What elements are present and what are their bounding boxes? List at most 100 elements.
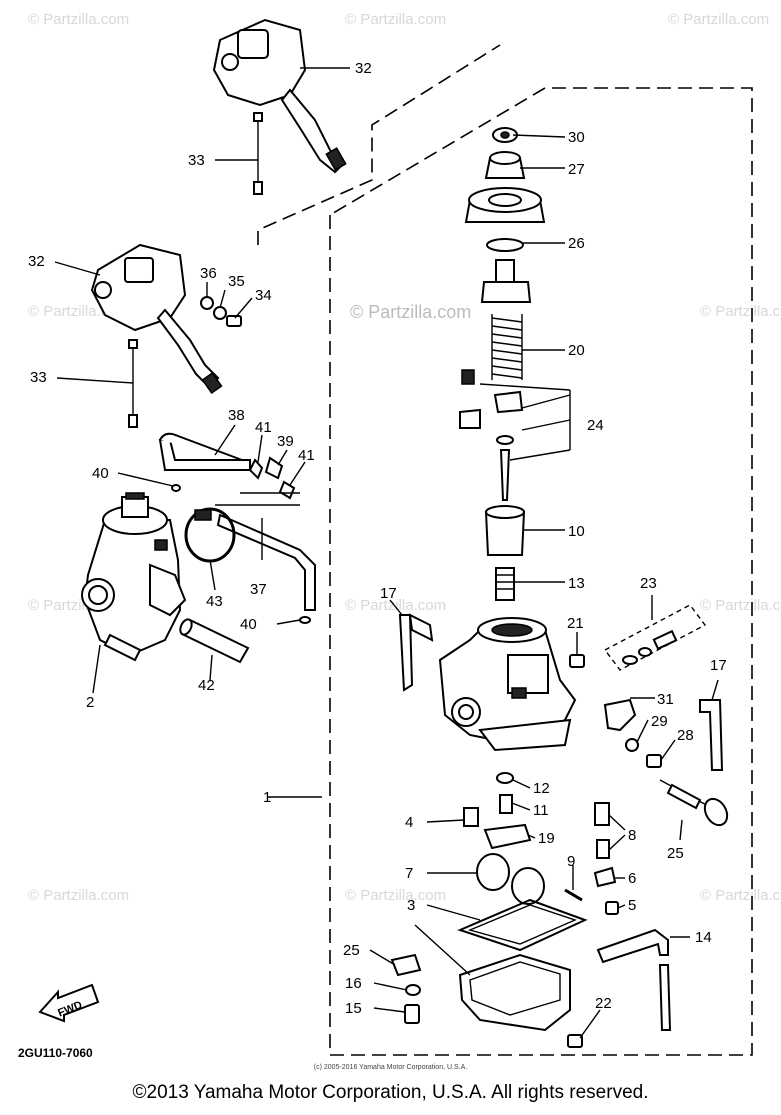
callout-43: 43 xyxy=(206,593,223,610)
part-top-cap xyxy=(464,187,546,223)
fwd-arrow-icon: FWD xyxy=(38,983,100,1023)
callout-22: 23 xyxy=(640,575,657,592)
part-6 xyxy=(593,866,617,888)
callout-20: 21 xyxy=(567,615,584,632)
callout-41: 41 xyxy=(298,447,315,464)
callout-37: 37 xyxy=(250,581,267,598)
callout-17: 17 xyxy=(380,585,397,602)
small-copyright: (c) 2005-2016 Yamaha Motor Corporation, … xyxy=(313,1064,468,1071)
footer-copyright: ©2013 Yamaha Motor Corporation, U.S.A. A… xyxy=(132,1082,649,1103)
callout-33: 33 xyxy=(188,152,205,169)
part-1-carburetor-body xyxy=(438,617,577,752)
callout-26: 26 xyxy=(568,235,585,252)
callout-7: 7 xyxy=(405,865,413,882)
callout-32: 32 xyxy=(28,253,45,270)
leader-lines xyxy=(54,67,719,1039)
callout-24: 25 xyxy=(343,942,360,959)
part-43-clamp xyxy=(184,507,236,563)
part-4 xyxy=(463,807,479,827)
callout-38: 38 xyxy=(228,407,245,424)
callout-40: 40 xyxy=(240,616,257,633)
watermark: © Partzilla.com xyxy=(700,597,781,614)
part-2-carburetor xyxy=(81,492,187,662)
parts-39-41 xyxy=(215,456,300,506)
part-42-hose xyxy=(179,618,250,664)
part-12 xyxy=(496,772,514,784)
callout-33: 33 xyxy=(30,369,47,386)
callout-9: 9 xyxy=(567,853,575,870)
callout-12: 12 xyxy=(533,780,550,797)
part-24-bracket xyxy=(390,953,422,977)
part-9-pin xyxy=(564,888,583,902)
part-32-top xyxy=(212,18,347,174)
part-7-floats xyxy=(476,853,545,905)
part-11 xyxy=(499,794,513,814)
callout-1: 1 xyxy=(263,789,271,806)
watermark: © Partzilla.com xyxy=(700,303,781,320)
diagram-code: 2GU110-7060 xyxy=(18,1046,93,1060)
part-3-gasket xyxy=(457,898,588,952)
callout-labels: 32 33 32 33 36 35 34 38 41 39 41 40 43 3… xyxy=(28,60,727,1017)
part-mixing-chamber-top xyxy=(480,259,532,303)
callout-32: 32 xyxy=(355,60,372,77)
part-16-washer xyxy=(405,984,421,996)
callout-3: 3 xyxy=(407,897,415,914)
part-17-left-hose xyxy=(398,613,434,692)
part-20 xyxy=(569,654,585,668)
assembly-boundary xyxy=(257,44,753,1056)
part-15-screw xyxy=(404,1004,420,1024)
callout-36: 36 xyxy=(200,265,217,282)
callout-25: 25 xyxy=(667,845,684,862)
callout-15: 15 xyxy=(345,1000,362,1017)
part-25-screw xyxy=(659,779,729,827)
callout-8: 8 xyxy=(628,827,636,844)
part-38-hose xyxy=(158,432,251,471)
callout-16: 16 xyxy=(345,975,362,992)
callout-40: 40 xyxy=(92,465,109,482)
callout-27: 27 xyxy=(568,161,585,178)
part-19-spring xyxy=(491,314,523,380)
callout-41: 41 xyxy=(255,419,272,436)
part-14-hose xyxy=(596,928,672,1031)
callout-6: 6 xyxy=(628,870,636,887)
callout-4: 4 xyxy=(405,814,413,831)
part-40-clips xyxy=(171,484,311,624)
watermark: © Partzilla.com xyxy=(668,11,769,28)
part-23-needle-set xyxy=(459,369,524,501)
watermark-center: © Partzilla.com xyxy=(350,302,471,322)
watermark: © Partzilla.com xyxy=(28,887,129,904)
callout-14: 14 xyxy=(695,929,712,946)
part-float-bowl xyxy=(458,953,571,1032)
watermark-layer: © Partzilla.com © Partzilla.com © Partzi… xyxy=(28,11,781,904)
watermark: © Partzilla.com xyxy=(345,597,446,614)
callout-30: 31 xyxy=(657,691,674,708)
part-33-top xyxy=(253,112,263,195)
watermark: © Partzilla.com xyxy=(345,11,446,28)
part-10-slide xyxy=(484,505,526,556)
callout-19: 20 xyxy=(568,342,585,359)
callout-28: 28 xyxy=(677,727,694,744)
callout-34: 34 xyxy=(255,287,272,304)
callout-21: 22 xyxy=(595,995,612,1012)
part-32-mid xyxy=(90,243,223,395)
callout-18: 19 xyxy=(538,830,555,847)
callout-13: 13 xyxy=(568,575,585,592)
part-8 xyxy=(594,802,610,859)
callout-5: 5 xyxy=(628,897,636,914)
watermark: © Partzilla.com xyxy=(28,11,129,28)
callout-29: 29 xyxy=(651,713,668,730)
callout-11: 11 xyxy=(533,802,549,819)
part-13-jet xyxy=(495,567,515,601)
callout-23: 24 xyxy=(587,417,604,434)
part-18-valve xyxy=(483,823,532,850)
part-22-screw-set xyxy=(603,604,707,671)
callout-39: 39 xyxy=(277,433,294,450)
part-26-oring xyxy=(486,238,524,252)
part-17-right-hose xyxy=(699,699,724,771)
watermark: © Partzilla.com xyxy=(700,887,781,904)
callout-2: 2 xyxy=(86,694,94,711)
part-27-cap xyxy=(484,151,526,179)
callout-17: 17 xyxy=(710,657,727,674)
